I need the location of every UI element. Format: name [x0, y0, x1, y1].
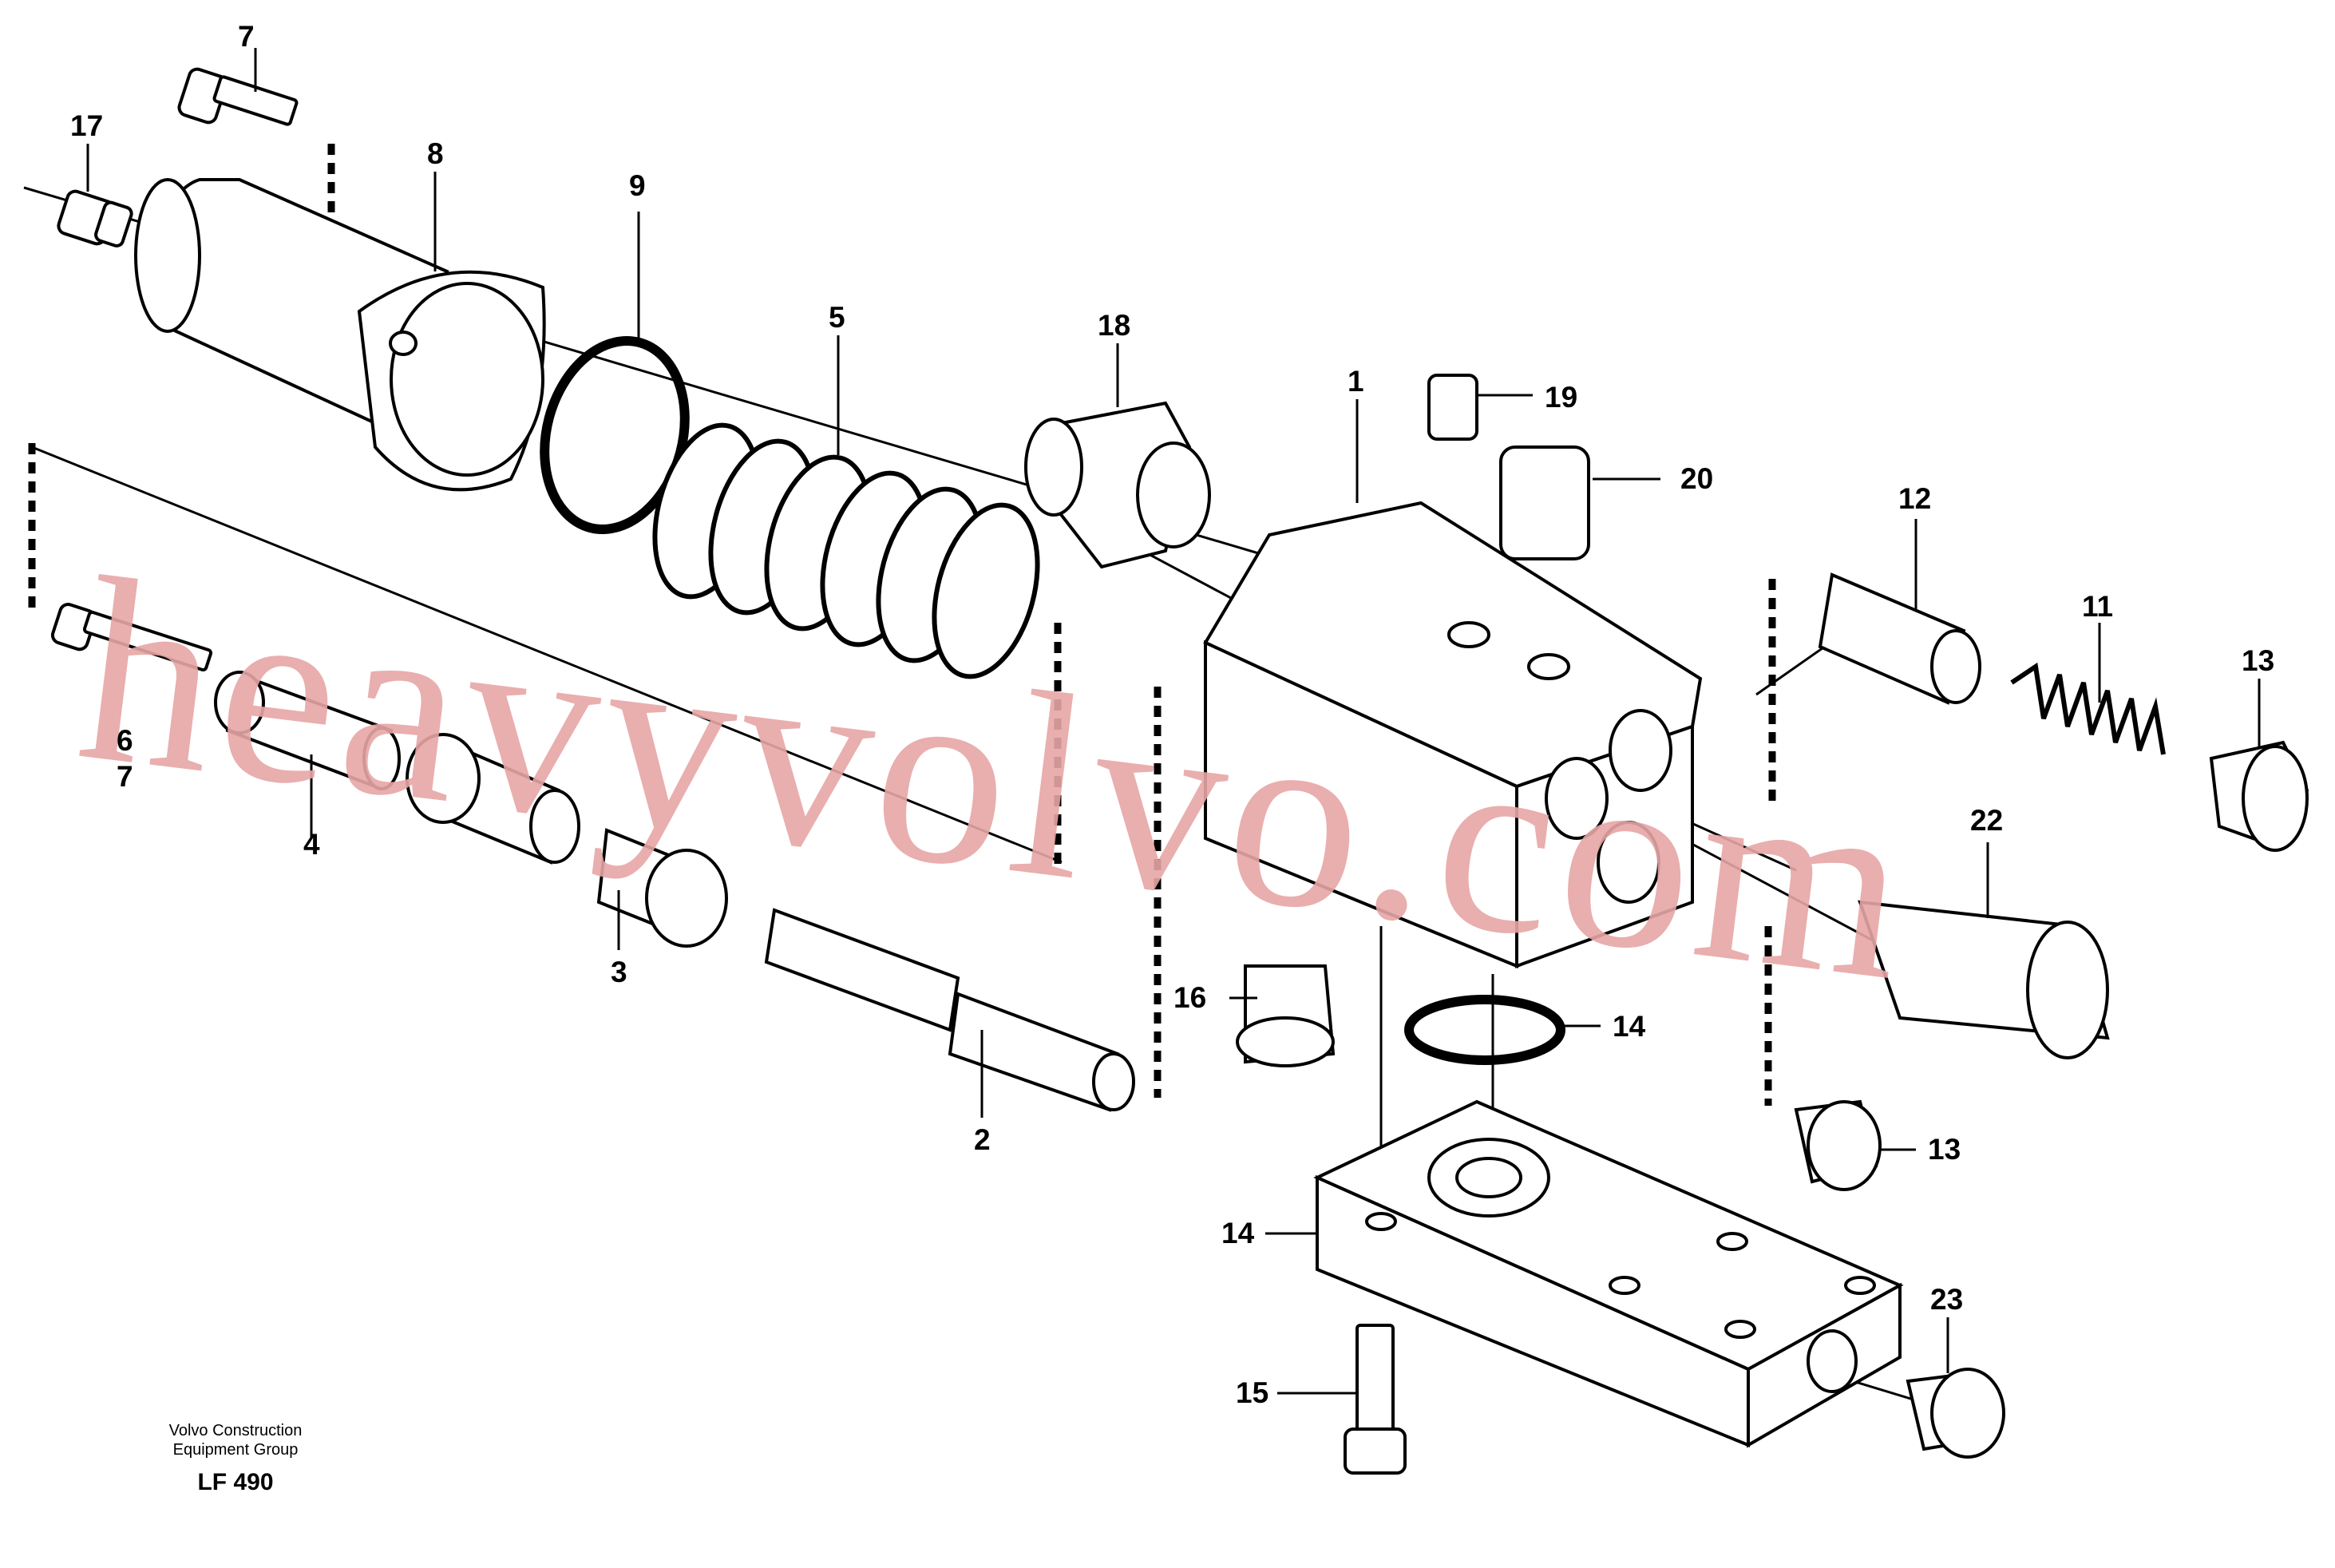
part-6-7-bolt: [50, 603, 213, 672]
part-21-plug: [1499, 445, 1590, 560]
footer-company-line1: Volvo Construction: [168, 1422, 303, 1439]
callout-4: 4: [303, 828, 320, 861]
part-13-plug-lower: [1794, 1099, 1882, 1191]
part-15-o-ring: [1404, 995, 1565, 1065]
callout-leader-lines: [86, 48, 2261, 1395]
part-11-spring: [2010, 662, 2166, 755]
callout-9: 9: [629, 169, 646, 202]
callout-1: 1: [1348, 365, 1364, 398]
part-19-adapter: [1024, 401, 1211, 569]
callout-19: 18: [1098, 309, 1130, 342]
callout-8: 8: [427, 137, 444, 170]
callout-18: 17: [70, 109, 103, 142]
callout-20: 19: [1545, 381, 1577, 414]
part-12-piston: [1818, 572, 1981, 705]
part-2-spool: [764, 908, 1135, 1112]
callout-11: 11: [2082, 590, 2113, 623]
callout-14: 14: [1221, 1217, 1255, 1249]
callout-3: 3: [611, 956, 627, 988]
part-10-screw: [177, 67, 299, 126]
part-5-spring: [652, 422, 1040, 679]
callout-labels: 7 17 8 9 5 18 1 19 20 12 11 13 22 6 7 4 …: [70, 20, 2274, 1409]
part-17-plug: [1236, 964, 1336, 1067]
callout-13-lower: 13: [1928, 1133, 1961, 1166]
callout-10: 7: [238, 20, 255, 53]
footer-company-line2: Equipment Group: [172, 1441, 299, 1459]
part-22-valve: [1858, 900, 2110, 1059]
part-3-bushing: [406, 733, 728, 948]
callout-16: 15: [1236, 1376, 1268, 1409]
part-23-plug: [1906, 1368, 2005, 1459]
callout-21: 20: [1680, 462, 1713, 495]
callout-2: 2: [974, 1123, 991, 1156]
callout-17: 16: [1173, 981, 1206, 1014]
drawing-footer: Volvo Construction Equipment Group LF 49…: [120, 1421, 351, 1496]
callout-6: 6: [117, 724, 133, 757]
callout-5: 5: [829, 301, 845, 334]
part-16-bolt: [1344, 1324, 1407, 1475]
callout-13-upper: 13: [2242, 644, 2274, 677]
part-4-sleeve: [214, 671, 401, 790]
part-14-base-plate: [1313, 1099, 1904, 1448]
part-8-cover: [134, 178, 546, 492]
callout-12: 12: [1898, 482, 1931, 515]
callout-22: 22: [1970, 804, 2003, 837]
part-18-fitting: [57, 189, 133, 247]
callout-23: 23: [1930, 1283, 1963, 1316]
callout-15: 14: [1613, 1010, 1646, 1043]
callout-7: 7: [117, 760, 133, 793]
part-13-plug-upper: [2209, 740, 2309, 852]
part-1-valve-block: [1203, 501, 1703, 968]
part-20-nipple: [1427, 374, 1478, 441]
drawing-code: LF 490: [197, 1469, 274, 1495]
